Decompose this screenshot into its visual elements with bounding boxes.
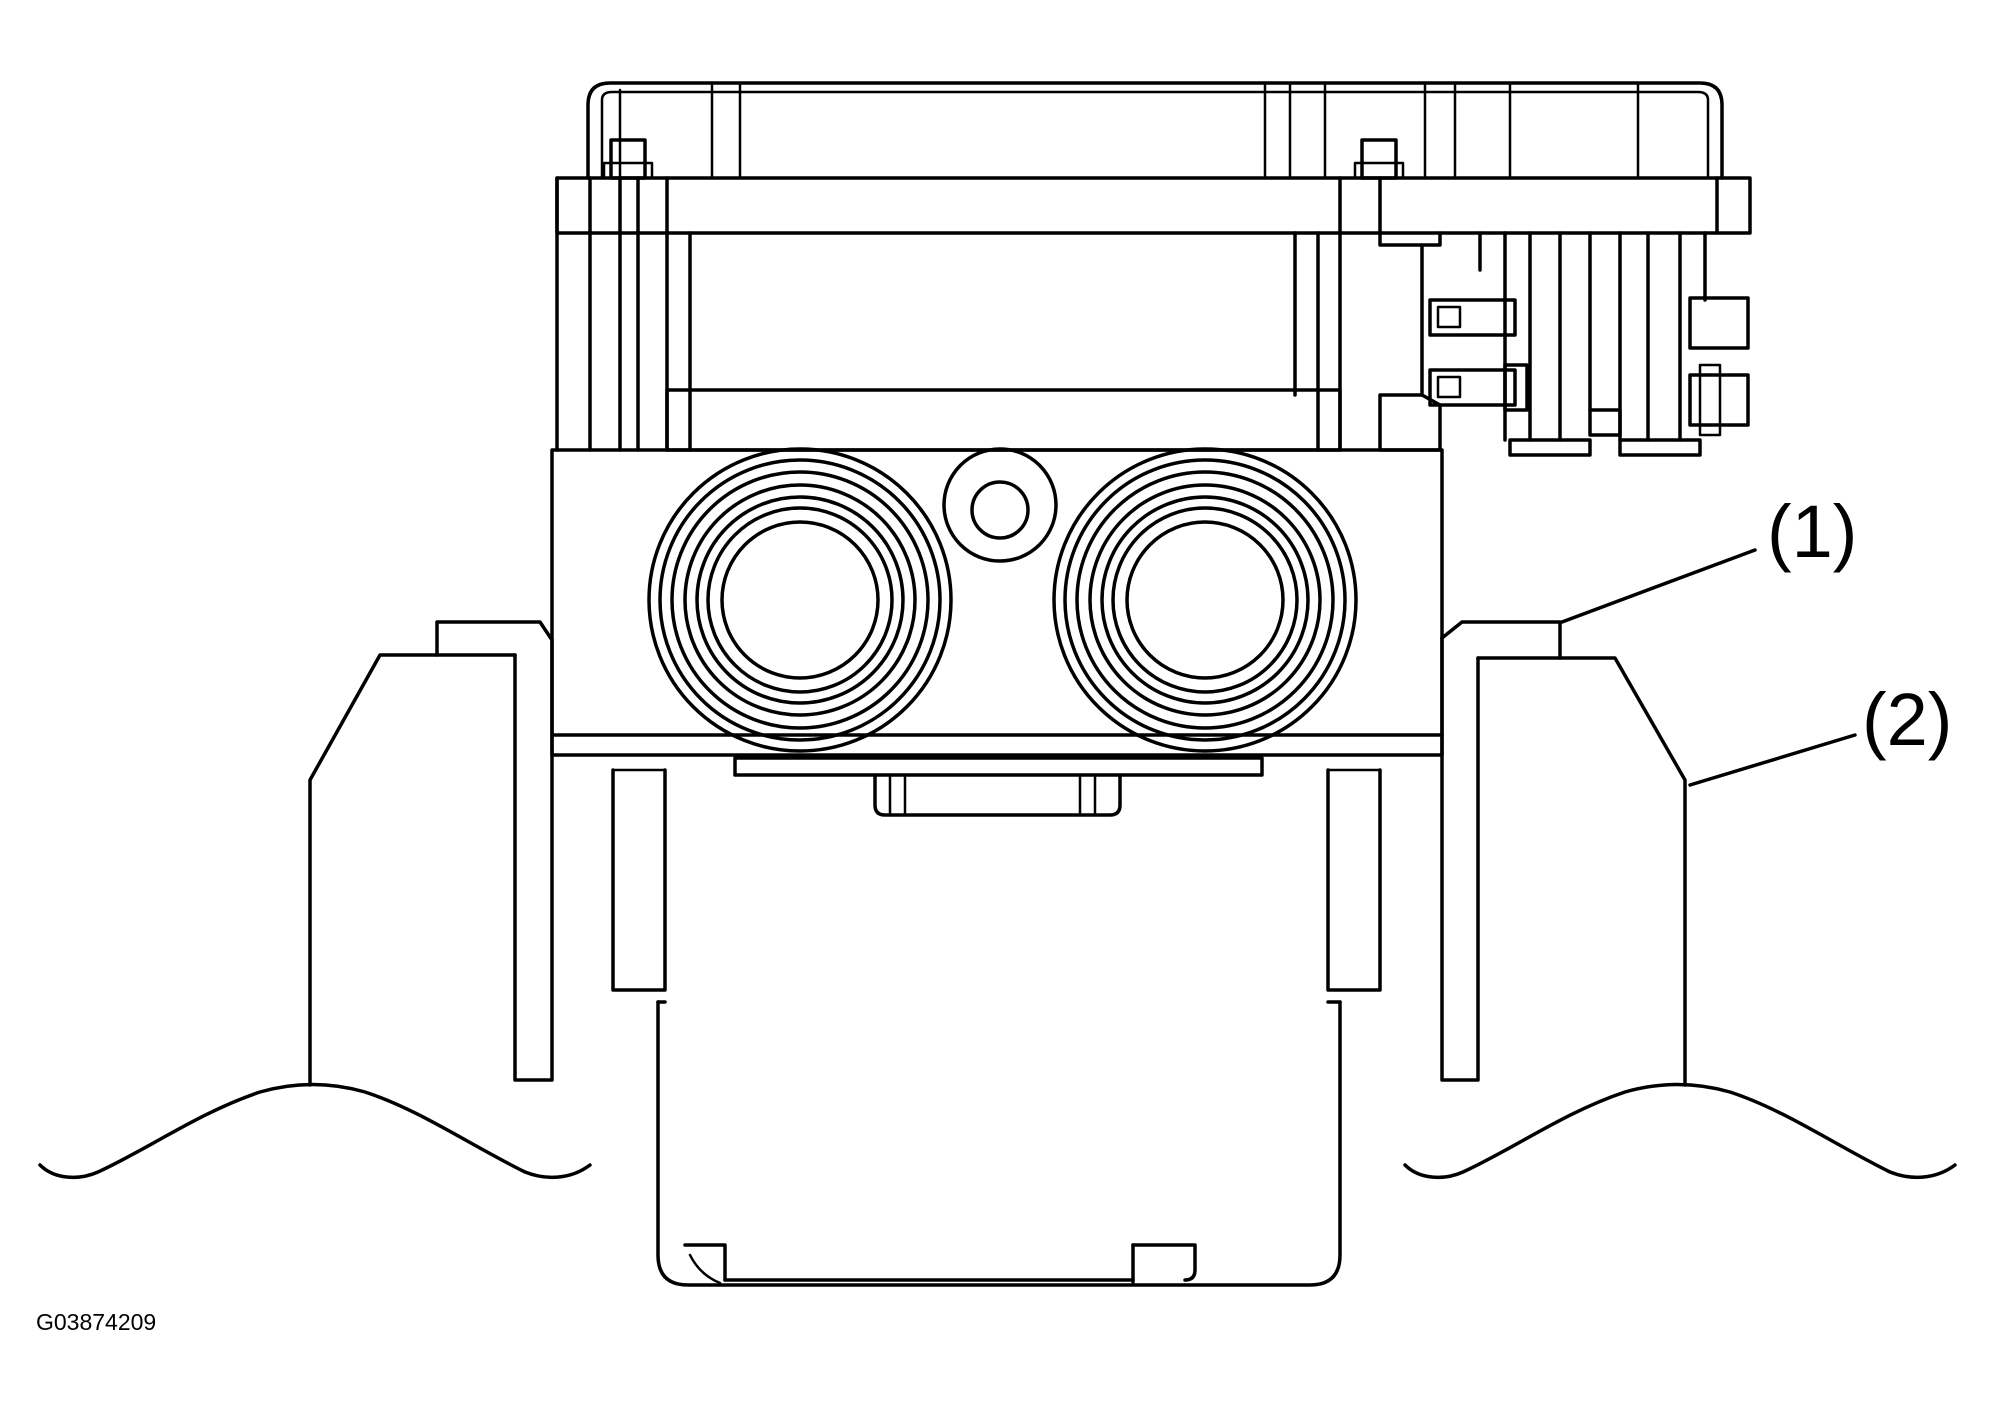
brake-port-left: [647, 447, 953, 753]
mount-post-right: [1326, 768, 1382, 992]
hydraulic-block: [550, 448, 1444, 817]
brake-port-right: [1052, 447, 1358, 753]
callout-1-label: (1): [1767, 490, 1857, 573]
top-bolt-left: [602, 138, 654, 180]
break-line-left: [38, 1082, 592, 1180]
callout-2-label: (2): [1862, 678, 1952, 761]
top-bolt-right: [1353, 138, 1405, 180]
bracket-right: [1440, 620, 1562, 1082]
center-fitting: [942, 447, 1058, 563]
top-cover: [586, 81, 1724, 180]
figure-id: G03874209: [36, 1309, 156, 1335]
pump-motor: [656, 1000, 1342, 1287]
bracket-left: [435, 620, 554, 1082]
callout-2-leader: [1688, 733, 1857, 787]
break-line-right: [1403, 1082, 1957, 1180]
body-support-left: [308, 653, 517, 1087]
body-support-right: [1476, 656, 1687, 1087]
mount-post-left: [611, 768, 667, 992]
connector-assembly: [1378, 231, 1750, 457]
control-module-body: [555, 176, 1752, 452]
callout-1-leader: [1560, 548, 1757, 624]
